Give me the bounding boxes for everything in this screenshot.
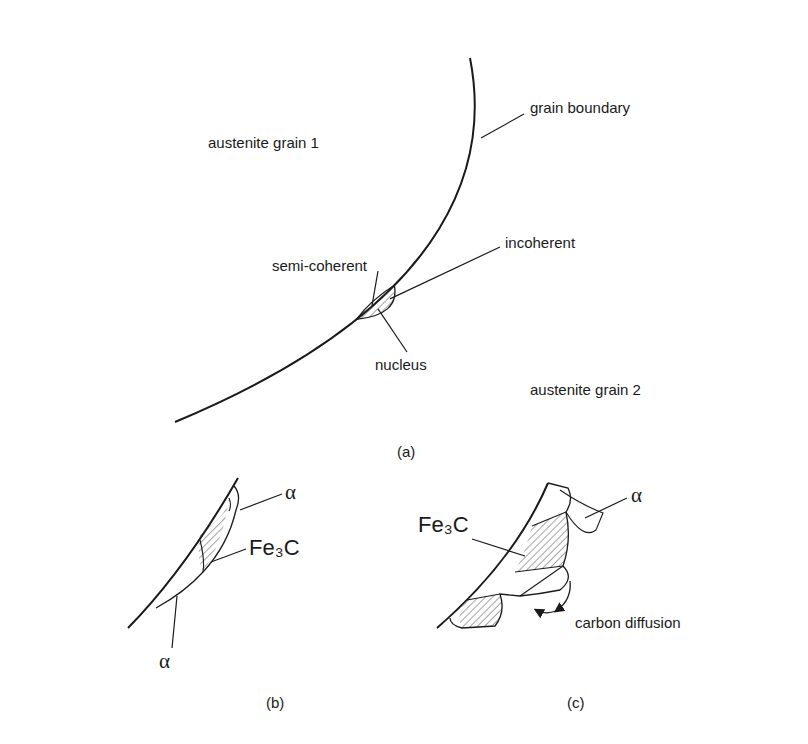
leader-line: [390, 247, 500, 299]
callout-label: grain boundary: [530, 100, 630, 117]
figure-label: (c): [567, 695, 585, 712]
diffusion-arrow: [536, 610, 556, 613]
nucleus-lens: [356, 285, 395, 319]
colony-outline: [156, 486, 239, 608]
phase-label: α: [631, 484, 642, 507]
phase-label: Fe₃C: [418, 513, 469, 537]
callout-label: nucleus: [375, 357, 427, 374]
grain-boundary-line: [128, 478, 238, 628]
grain-boundary-line: [175, 58, 475, 422]
leader-line: [378, 309, 407, 352]
colony-outline: [450, 483, 571, 628]
phase-label: α: [285, 481, 296, 504]
cementite-lamella: [459, 594, 502, 628]
cementite-lamella: [515, 512, 568, 572]
leader-line: [481, 114, 524, 138]
callout-label: carbon diffusion: [575, 615, 681, 632]
lamella-divider: [467, 512, 566, 600]
leader-line: [172, 596, 177, 648]
figure-label: (a): [397, 444, 415, 461]
leader-line: [211, 549, 246, 562]
callout-label: semi-coherent: [272, 258, 367, 275]
leader-line: [472, 539, 525, 556]
leader-line: [372, 271, 378, 306]
nucleus-shape: [356, 285, 395, 319]
callout-label: incoherent: [505, 235, 575, 252]
leader-line: [240, 494, 282, 510]
region-label: austenite grain 2: [530, 382, 641, 399]
lamella-edge: [520, 490, 603, 596]
leader-line: [585, 498, 627, 518]
figure-label: (b): [266, 695, 284, 712]
phase-label: Fe₃C: [249, 536, 300, 560]
phase-label: α: [159, 650, 170, 673]
diffusion-arrow: [556, 581, 570, 611]
region-label: austenite grain 1: [208, 135, 319, 152]
